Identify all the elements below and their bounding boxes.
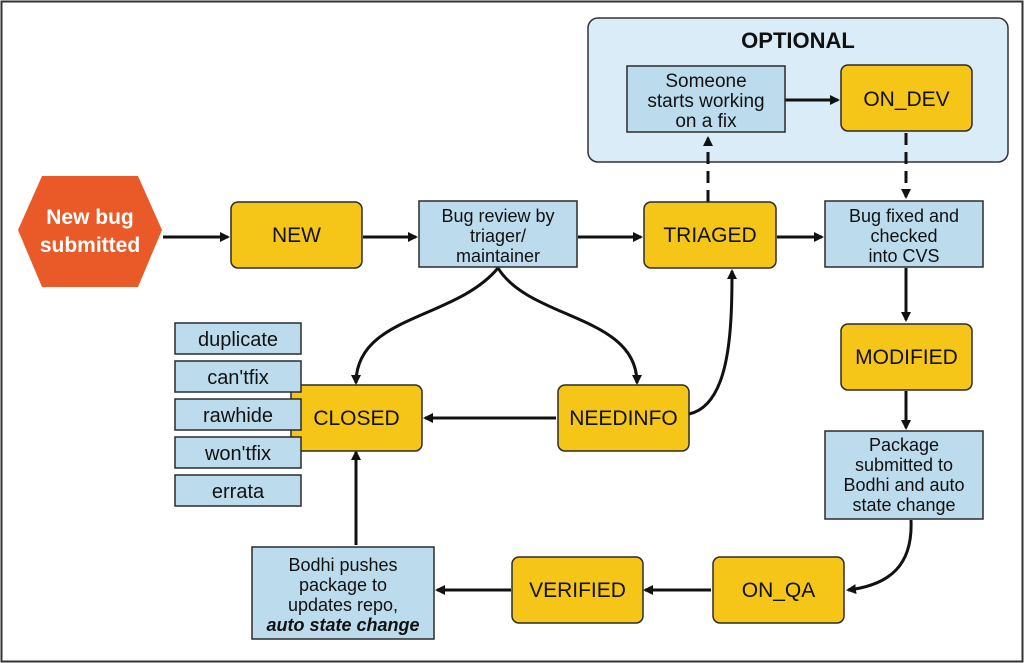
state-triaged: TRIAGED (643, 201, 777, 269)
state-closed-label: CLOSED (313, 407, 399, 430)
process-bug-fixed-line2: checked (870, 226, 937, 246)
process-someone-starts-line3: on a fix (675, 111, 737, 132)
process-bug-review-line2: triager/ (470, 226, 526, 246)
process-bug-review-line1: Bug review by (441, 206, 554, 226)
state-needinfo-label: NEEDINFO (569, 407, 678, 430)
state-on-qa: ON_QA (712, 556, 845, 624)
process-bodhi-pushes: Bodhi pushes package to updates repo, au… (251, 546, 435, 640)
state-verified-label: VERIFIED (529, 579, 626, 602)
process-bug-fixed-line3: into CVS (868, 246, 939, 266)
start-hexagon (18, 176, 162, 287)
state-on-dev-label: ON_DEV (863, 88, 949, 111)
process-bug-review-line3: maintainer (456, 246, 540, 266)
arrow-review-to-closed (351, 267, 500, 385)
state-closed: CLOSED (290, 384, 423, 452)
state-verified: VERIFIED (511, 556, 644, 624)
process-bug-fixed: Bug fixed and checked into CVS (824, 200, 984, 268)
close-reason-duplicate: duplicate (174, 322, 302, 355)
close-reason-cantfix-label: can'tfix (207, 367, 269, 389)
optional-title: OPTIONAL (741, 28, 855, 53)
state-triaged-label: TRIAGED (663, 224, 756, 247)
close-reason-errata: errata (174, 474, 302, 507)
arrow-package-to-onqa (846, 519, 913, 595)
process-bug-review: Bug review by triager/ maintainer (418, 200, 578, 268)
close-reason-rawhide: rawhide (174, 398, 302, 431)
process-someone-starts: Someone starts working on a fix (626, 65, 786, 133)
state-needinfo: NEEDINFO (557, 384, 690, 452)
state-modified-label: MODIFIED (855, 346, 958, 369)
arrow-review-to-needinfo (496, 267, 642, 385)
arrow-needinfo-to-triaged (688, 269, 737, 416)
process-someone-starts-line2: starts working (647, 91, 764, 112)
process-bodhi-pushes-line4: auto state change (266, 615, 419, 635)
close-reason-errata-label: errata (212, 481, 265, 503)
close-reasons: duplicate can'tfix rawhide won'tfix erra… (174, 322, 302, 507)
start-label-line2: submitted (40, 234, 140, 257)
process-bug-fixed-line1: Bug fixed and (849, 206, 959, 226)
process-bodhi-pushes-line2: package to (299, 575, 387, 595)
process-package-submitted-line4: state change (852, 495, 955, 515)
state-on-qa-label: ON_QA (742, 579, 816, 602)
close-reason-wontfix: won'tfix (174, 436, 302, 469)
state-new: NEW (230, 201, 363, 269)
close-reason-duplicate-label: duplicate (198, 329, 278, 351)
close-reason-wontfix-label: won'tfix (204, 443, 271, 465)
state-new-label: NEW (272, 224, 321, 247)
start-label-line1: New bug (46, 206, 134, 229)
close-reason-cantfix: can'tfix (174, 360, 302, 393)
process-package-submitted-line3: Bodhi and auto (843, 475, 964, 495)
process-package-submitted-line1: Package (869, 435, 939, 455)
arrows (163, 95, 913, 595)
process-package-submitted: Package submitted to Bodhi and auto stat… (824, 430, 984, 520)
close-reason-rawhide-label: rawhide (203, 405, 273, 427)
state-on-dev: ON_DEV (840, 64, 973, 132)
process-someone-starts-line1: Someone (665, 71, 746, 92)
process-package-submitted-line2: submitted to (855, 455, 953, 475)
process-bodhi-pushes-line1: Bodhi pushes (288, 555, 397, 575)
process-bodhi-pushes-line3: updates repo, (288, 595, 398, 615)
state-modified: MODIFIED (840, 323, 973, 391)
